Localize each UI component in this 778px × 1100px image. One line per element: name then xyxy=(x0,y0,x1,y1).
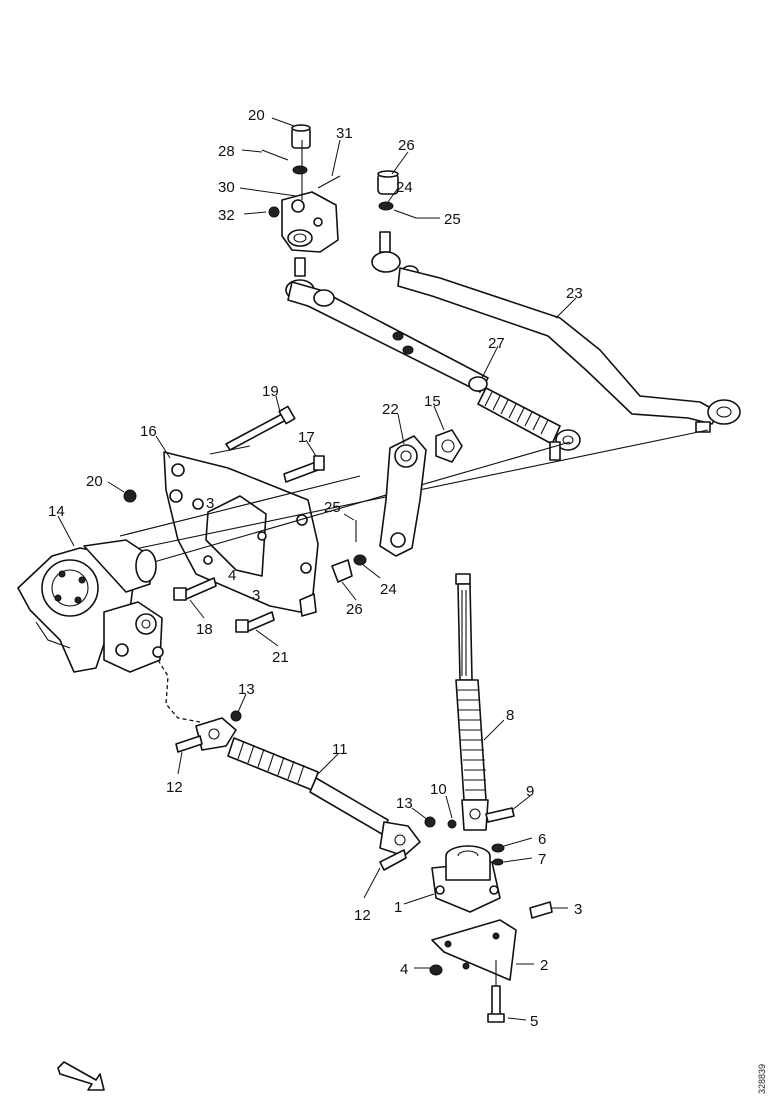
label-17: 17 xyxy=(298,429,315,446)
steering-gear-mounting-plate: 3 4 3 xyxy=(163,451,319,617)
label-24-mid: 24 xyxy=(380,581,397,598)
forward-direction-arrow-icon xyxy=(57,1061,105,1091)
column-bearing-housing xyxy=(431,843,505,913)
drawing-id: 328839 xyxy=(757,1064,767,1094)
drag-link-rod xyxy=(287,281,581,461)
plate-mark-b: 4 xyxy=(228,567,236,584)
label-22: 22 xyxy=(382,401,399,418)
label-19: 19 xyxy=(262,383,279,400)
label-31: 31 xyxy=(336,125,353,142)
label-5: 5 xyxy=(530,1013,538,1030)
label-1: 1 xyxy=(394,899,402,916)
label-24-top: 24 xyxy=(396,179,413,196)
label-15: 15 xyxy=(424,393,441,410)
steering-gear-box xyxy=(17,539,164,673)
label-16: 16 xyxy=(140,423,157,440)
label-10: 10 xyxy=(430,781,447,798)
label-20-top: 20 xyxy=(248,107,265,124)
label-23: 23 xyxy=(566,285,583,302)
upper-pivot-bracket xyxy=(261,124,341,253)
label-25-top: 25 xyxy=(444,211,461,228)
label-25-mid: 25 xyxy=(324,499,341,516)
label-4: 4 xyxy=(400,961,408,978)
plate-mark-c: 3 xyxy=(252,587,260,604)
label-18: 18 xyxy=(196,621,213,638)
mounting-bolts xyxy=(123,405,325,633)
ball-joint-cap-right xyxy=(377,170,417,219)
label-12-left: 12 xyxy=(166,779,183,796)
column-base-plate xyxy=(429,901,553,1023)
label-2: 2 xyxy=(540,957,548,974)
label-26-top: 26 xyxy=(398,137,415,154)
pitman-arm xyxy=(331,429,463,583)
label-27: 27 xyxy=(488,335,505,352)
label-13-bottom: 13 xyxy=(396,795,413,812)
plate-mark-a: 3 xyxy=(206,495,214,512)
intermediate-shaft xyxy=(175,710,436,871)
label-30: 30 xyxy=(218,179,235,196)
label-14: 14 xyxy=(48,503,65,520)
label-8: 8 xyxy=(506,707,514,724)
label-26-mid: 26 xyxy=(346,601,363,618)
label-6: 6 xyxy=(538,831,546,848)
label-13-top: 13 xyxy=(238,681,255,698)
label-9: 9 xyxy=(526,783,534,800)
label-7: 7 xyxy=(538,851,546,868)
label-12-bottom: 12 xyxy=(354,907,371,924)
steering-column-shaft xyxy=(447,573,515,831)
track-rod xyxy=(371,231,741,433)
label-21: 21 xyxy=(272,649,289,666)
item-labels: 20 28 31 30 32 26 24 25 23 27 22 15 19 1… xyxy=(48,107,583,1030)
label-3: 3 xyxy=(574,901,582,918)
label-11: 11 xyxy=(332,741,348,758)
label-32: 32 xyxy=(218,207,235,224)
label-28: 28 xyxy=(218,143,235,160)
leader-lines xyxy=(57,117,577,1021)
label-20-left: 20 xyxy=(86,473,103,490)
connection-dashed-line xyxy=(157,659,201,723)
